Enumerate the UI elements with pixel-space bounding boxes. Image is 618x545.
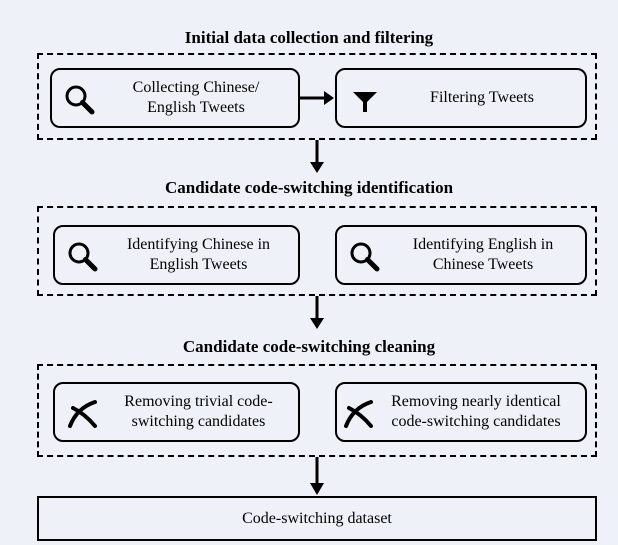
step-collecting-tweets: Collecting Chinese/ English Tweets (50, 68, 300, 128)
filter-icon (353, 92, 377, 112)
arrow-down (310, 457, 324, 495)
stage-3-group (37, 364, 597, 457)
step-label: Filtering Tweets (430, 89, 534, 106)
arrow-right (300, 91, 334, 105)
stage-2-title: Candidate code-switching identification (164, 178, 454, 197)
arrow-down (310, 140, 324, 173)
step-label: Removing trivial code- switching candida… (124, 393, 273, 430)
stage-2-group (37, 206, 597, 296)
output-label: Code-switching dataset (242, 509, 392, 527)
step-label: Identifying Chinese in English Tweets (126, 236, 271, 273)
step-label: Identifying English in Chinese Tweets (412, 236, 554, 273)
remove-icon (344, 400, 373, 428)
step-removing-identical: Removing nearly identical code-switching… (335, 382, 587, 442)
search-icon (65, 85, 95, 115)
arrow-down (310, 296, 324, 329)
output-dataset-box: Code-switching dataset (37, 496, 597, 541)
step-identifying-chinese: Identifying Chinese in English Tweets (53, 225, 300, 285)
stage-1-title: Initial data collection and filtering (184, 28, 434, 47)
stage-1-group (37, 53, 597, 140)
stage-3-title: Candidate code-switching cleaning (182, 337, 436, 356)
search-icon (350, 242, 380, 272)
remove-icon (68, 400, 97, 428)
step-identifying-english: Identifying English in Chinese Tweets (335, 225, 587, 285)
step-label: Collecting Chinese/ English Tweets (132, 79, 260, 116)
step-removing-trivial: Removing trivial code- switching candida… (53, 382, 300, 442)
step-label: Removing nearly identical code-switching… (391, 393, 561, 430)
search-icon (68, 242, 98, 272)
step-filtering-tweets: Filtering Tweets (335, 68, 587, 128)
